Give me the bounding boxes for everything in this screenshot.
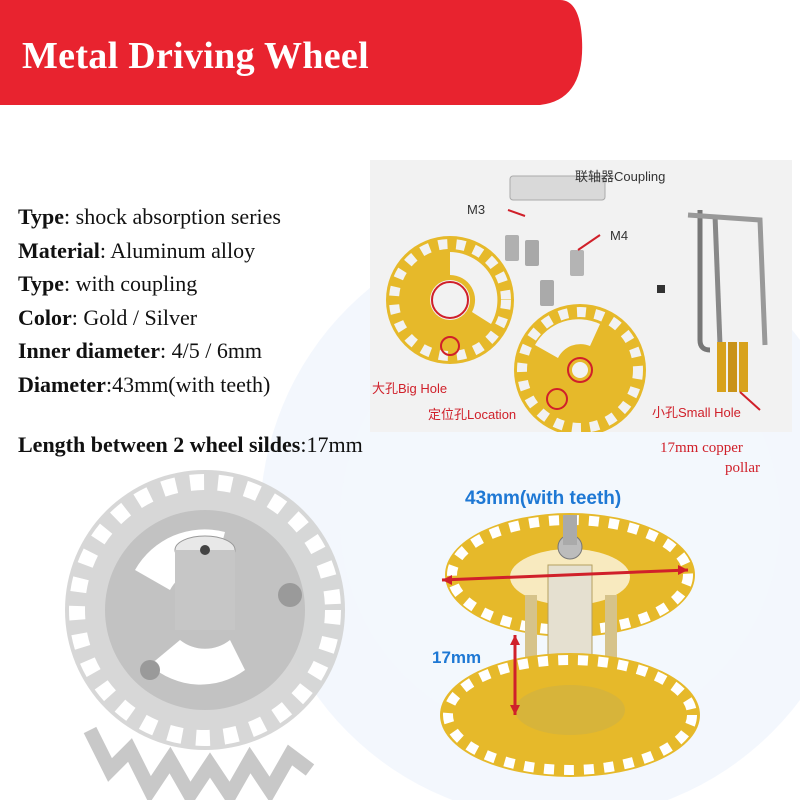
location-label: 定位孔Location bbox=[428, 407, 517, 422]
spec-row-type: Type: shock absorption series bbox=[18, 200, 281, 234]
spec-value: Aluminum alloy bbox=[110, 237, 256, 263]
spec-sep: : bbox=[300, 432, 307, 457]
spec-value: 17mm bbox=[306, 432, 363, 457]
coupling-label: 联轴器Coupling bbox=[575, 169, 666, 184]
spec-key: Type bbox=[18, 204, 65, 229]
spec-sep: : bbox=[159, 338, 172, 363]
spec-row-diameter: Diameter:43mm(with teeth) bbox=[18, 368, 281, 402]
spec-value: Gold / Silver bbox=[83, 304, 198, 330]
silver-wheel-illustration bbox=[65, 470, 345, 805]
big-hole-label: 大孔Big Hole bbox=[372, 381, 448, 396]
length-spec: Length between 2 wheel sildes:17mm bbox=[18, 432, 363, 458]
spec-key: Inner diameter bbox=[18, 338, 160, 363]
spec-value: with coupling bbox=[75, 271, 198, 296]
spec-sep: : bbox=[105, 371, 113, 397]
spec-key: Type bbox=[18, 271, 65, 296]
parts-illustration bbox=[370, 160, 792, 436]
spec-key: Length between 2 wheel sildes bbox=[18, 432, 301, 457]
gold-assembly-illustration bbox=[440, 513, 700, 777]
copper-pillar-label-2: pollar bbox=[725, 460, 760, 476]
silver-wheel-photo bbox=[30, 470, 390, 805]
spec-key: Diameter bbox=[18, 371, 106, 397]
parts-photo: 联轴器Coupling M3 M4 大孔Big Hole 定位孔Location… bbox=[370, 160, 792, 436]
spec-row-type-coupling: Type: with coupling bbox=[18, 267, 281, 301]
spec-sep: : bbox=[71, 304, 84, 330]
diameter-dimension-label: 43mm(with teeth) bbox=[465, 488, 622, 509]
spec-list: Type: shock absorption series Material: … bbox=[18, 200, 281, 401]
spec-key: Material bbox=[18, 237, 100, 263]
spec-value: 43mm(with teeth) bbox=[112, 371, 271, 397]
spec-value: 4/5 / 6mm bbox=[171, 338, 263, 363]
spec-sep: : bbox=[64, 271, 76, 296]
m3-label: M3 bbox=[467, 202, 486, 217]
height-dimension-label: 17mm bbox=[432, 648, 482, 667]
copper-pillar-label-1: 17mm copper bbox=[660, 440, 743, 456]
spec-key: Color bbox=[18, 304, 72, 330]
gold-wheel-assembly-photo bbox=[420, 485, 720, 795]
page-title: Metal Driving Wheel bbox=[22, 35, 369, 77]
spec-row-inner-diameter: Inner diameter: 4/5 / 6mm bbox=[18, 334, 281, 368]
spec-sep: : bbox=[99, 237, 111, 263]
spec-sep: : bbox=[64, 204, 76, 229]
spec-row-color: Color: Gold / Silver bbox=[18, 301, 281, 335]
m4-label: M4 bbox=[610, 228, 629, 243]
spec-value: shock absorption series bbox=[75, 204, 281, 229]
small-hole-label: 小孔Small Hole bbox=[652, 405, 741, 420]
banner-shape bbox=[0, 0, 583, 105]
spec-row-material: Material: Aluminum alloy bbox=[18, 234, 281, 268]
